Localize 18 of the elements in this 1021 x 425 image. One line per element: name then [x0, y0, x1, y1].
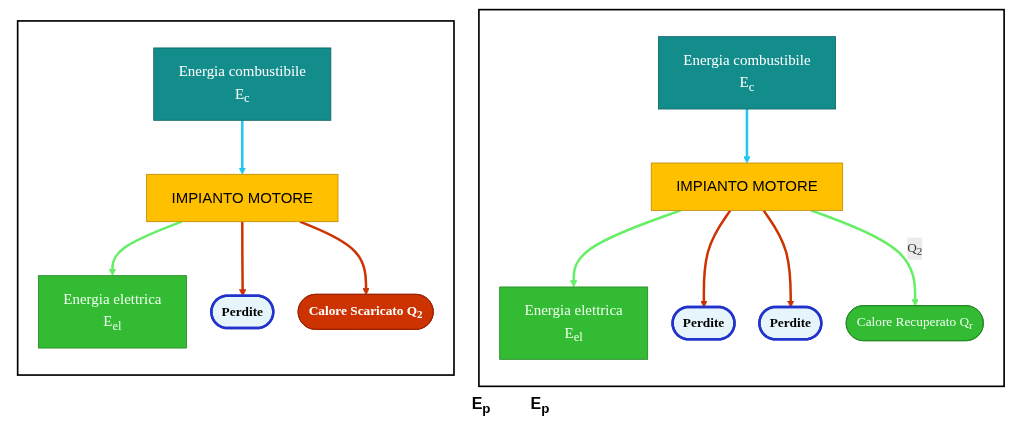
arrow	[238, 119, 246, 175]
symbol-label: E$_{p}$	[530, 395, 550, 417]
node-box: Energia combustibile E$_{c}$	[152, 47, 331, 121]
arrow	[742, 108, 751, 163]
symbol-label: E$_{p}$	[471, 395, 491, 417]
arrow	[569, 208, 681, 287]
node-box: Energia elettrica E$_{el}$	[37, 274, 187, 348]
arrow	[299, 220, 370, 295]
node-box: IMPIANTO MOTORE	[145, 173, 338, 222]
arrow	[108, 220, 182, 276]
node-box: Energia elettrica E$_{el}$	[498, 286, 648, 360]
cluster	[477, 8, 1005, 387]
arrow	[238, 221, 246, 296]
cluster	[16, 19, 455, 376]
arrow	[810, 208, 919, 306]
node-box: IMPIANTO MOTORE	[650, 162, 843, 211]
node-box: Energia combustibile E$_{c}$	[657, 35, 836, 109]
edge-label: Q$_{2}$	[906, 239, 922, 257]
